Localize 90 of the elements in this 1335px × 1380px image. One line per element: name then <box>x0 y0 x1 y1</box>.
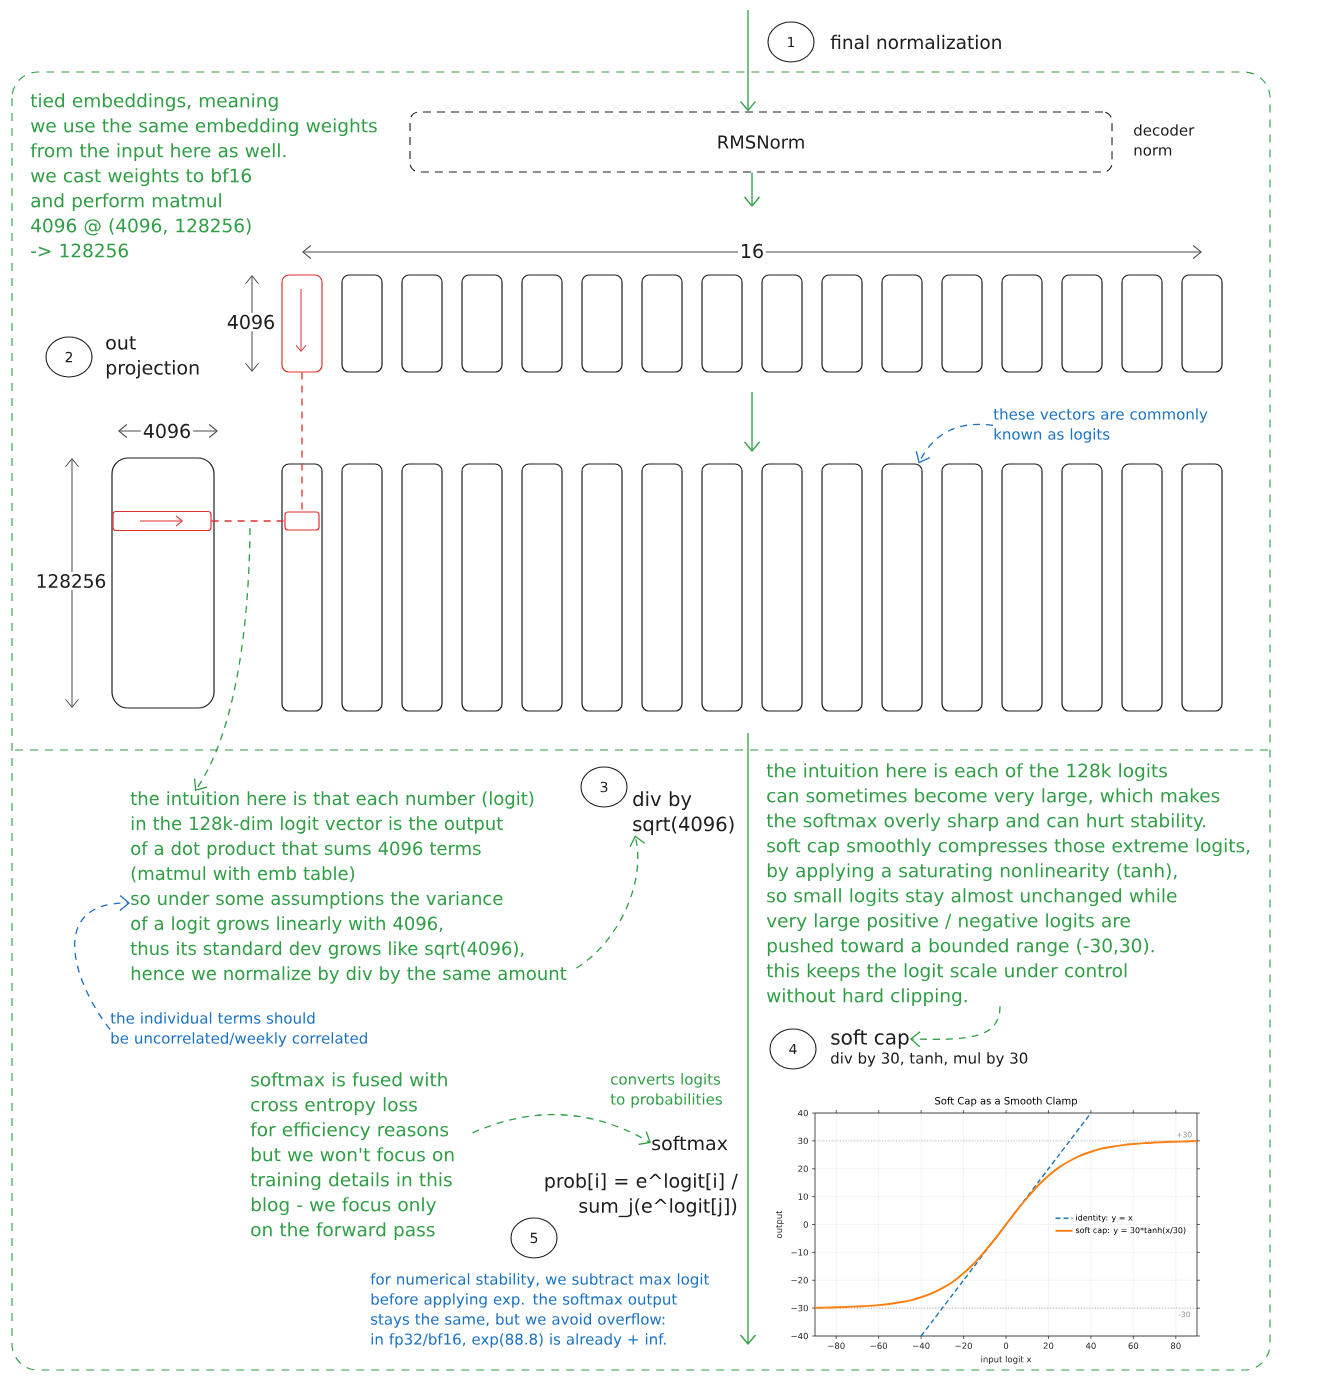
vector-column <box>401 463 443 712</box>
vector-column <box>941 463 983 712</box>
arrow <box>739 9 757 112</box>
vector-column <box>581 274 623 373</box>
y-tick-label: −20 <box>791 1277 808 1284</box>
y-tick-label: 10 <box>798 1193 808 1200</box>
legend-label: soft cap: y = 30*tanh(x/30) <box>1075 1227 1186 1235</box>
matrix-block <box>111 457 215 709</box>
y-tick-label: −10 <box>791 1249 808 1256</box>
x-tick-label: 60 <box>1128 1342 1139 1349</box>
y-tick-label: 0 <box>803 1221 808 1228</box>
vector-column <box>521 463 563 712</box>
highlighted-cell <box>284 511 320 531</box>
dimension-label: 4096 <box>224 312 278 332</box>
step-label: final normalization <box>830 34 1001 50</box>
annotation-text: for numerical stability, we subtract max logit before applying exp. the softmax output stays the same, but we avoid overflow: in fp32/bf16, exp(88.8) is already + inf. <box>370 1273 710 1348</box>
dimension-label: 4096 <box>140 421 194 441</box>
vector-column <box>1121 274 1163 373</box>
highlighted-row <box>112 510 212 532</box>
vector-column <box>701 274 743 373</box>
vector-column <box>341 274 383 373</box>
dashed-arrow <box>74 894 130 1031</box>
vector-column <box>701 463 743 712</box>
vector-column <box>881 463 923 712</box>
x-tick-label: 20 <box>1043 1342 1054 1349</box>
process-box: RMSNorm <box>409 111 1113 173</box>
y-axis-title: output <box>775 1210 784 1239</box>
annotation-text: the intuition here is that each number (logit) in the 128k-dim logit vector is the output of a dot product that sums 4096 terms (matmul with emb table) so under some assumptions the variance of a logit grows linearly with 4096, thus its standard dev grows like sqrt(4096), hence we normalize by div by the same amount <box>130 791 567 984</box>
vector-column <box>1061 463 1103 712</box>
x-tick-label: 80 <box>1170 1342 1181 1349</box>
x-tick-label: −40 <box>913 1342 930 1349</box>
vector-column <box>761 463 803 712</box>
side-note: decoder norm <box>1134 124 1195 156</box>
x-axis-title: input logit x <box>981 1355 1032 1365</box>
dashed-arrow <box>909 1005 1001 1048</box>
dashed-arrow <box>575 835 646 969</box>
arrow <box>743 171 761 207</box>
y-tick-label: 20 <box>798 1165 808 1172</box>
x-tick-label: −20 <box>955 1342 972 1349</box>
step-label: out projection <box>106 336 199 379</box>
highlighted-column <box>281 274 323 373</box>
vector-column <box>461 463 503 712</box>
step-description: div by 30, tanh, mul by 30 <box>831 1052 1028 1067</box>
vector-column <box>281 463 323 712</box>
dimension-label: 16 <box>737 241 767 261</box>
dashed-connector-line <box>301 371 303 513</box>
vector-column <box>821 274 863 373</box>
x-tick-label: 40 <box>1085 1342 1096 1349</box>
vector-column <box>1001 274 1043 373</box>
annotation-text: tied embeddings, meaning we use the same embedding weights from the input here as well. we cast weights to bf16 and perform matmul 4096 @ (4096, 128256) -> 128256 <box>30 93 377 258</box>
step-label: soft cap <box>831 1029 909 1049</box>
step-label: softmax <box>652 1135 728 1151</box>
vector-column <box>1181 274 1223 373</box>
annotation-text: the intuition here is each of the 128k logits can sometimes become very large, which makes the softmax overly sharp and can hurt stability. soft cap smoothly compresses those extreme logits, by applying a saturating nonlinearity (tanh), so small logits stay almost unchanged while very large positive / negative logits are pushed toward a bounded range (-30,30). this keeps the logit scale under control without hard clipping. <box>766 763 1250 1007</box>
dimension-label: 128256 <box>33 572 109 590</box>
vector-column <box>1001 463 1043 712</box>
vector-column <box>1061 274 1103 373</box>
dashed-arrow <box>915 423 994 464</box>
annotation-text: the individual terms should be uncorrelated/weekly correlated <box>110 1012 367 1047</box>
formula-text: prob[i] = e^logit[i] / sum_j(e^logit[j]) <box>545 1173 738 1218</box>
vector-column <box>581 463 623 712</box>
vector-column <box>761 274 803 373</box>
dashed-connector-line <box>210 520 286 522</box>
x-tick-label: −60 <box>870 1342 888 1349</box>
annotation-text: converts logits to probabilities <box>610 1073 722 1108</box>
vector-column <box>641 463 683 712</box>
x-tick-label: −80 <box>828 1342 845 1349</box>
step-label: div by sqrt(4096) <box>633 791 734 836</box>
vector-column <box>821 463 863 712</box>
vector-column <box>641 274 683 373</box>
line-series <box>815 1140 1198 1309</box>
legend-label: identity: y = x <box>1076 1214 1133 1223</box>
annotation-text: softmax is fused with cross entropy loss for efficiency reasons but we won't focus on training details in this blog - we focus only on the forward pass <box>250 1072 454 1241</box>
vector-column <box>881 274 923 373</box>
y-tick-label: 40 <box>798 1109 808 1117</box>
vector-column <box>341 463 383 712</box>
y-tick-label: −30 <box>791 1304 808 1312</box>
vector-column <box>1121 463 1163 712</box>
dashed-arrow <box>471 1114 651 1146</box>
vector-column <box>521 274 563 373</box>
vector-column <box>401 274 443 373</box>
vector-column <box>1181 463 1223 712</box>
chart-title: Soft Cap as a Smooth Clamp <box>935 1096 1078 1107</box>
x-tick-label: 0 <box>1003 1342 1009 1349</box>
vector-column <box>461 274 503 373</box>
y-tick-label: −40 <box>791 1332 808 1340</box>
annotation-text: these vectors are commonly known as logits <box>993 408 1208 443</box>
vector-column <box>941 274 983 373</box>
dashed-arrow <box>193 527 251 791</box>
y-tick-label: 30 <box>798 1137 808 1145</box>
